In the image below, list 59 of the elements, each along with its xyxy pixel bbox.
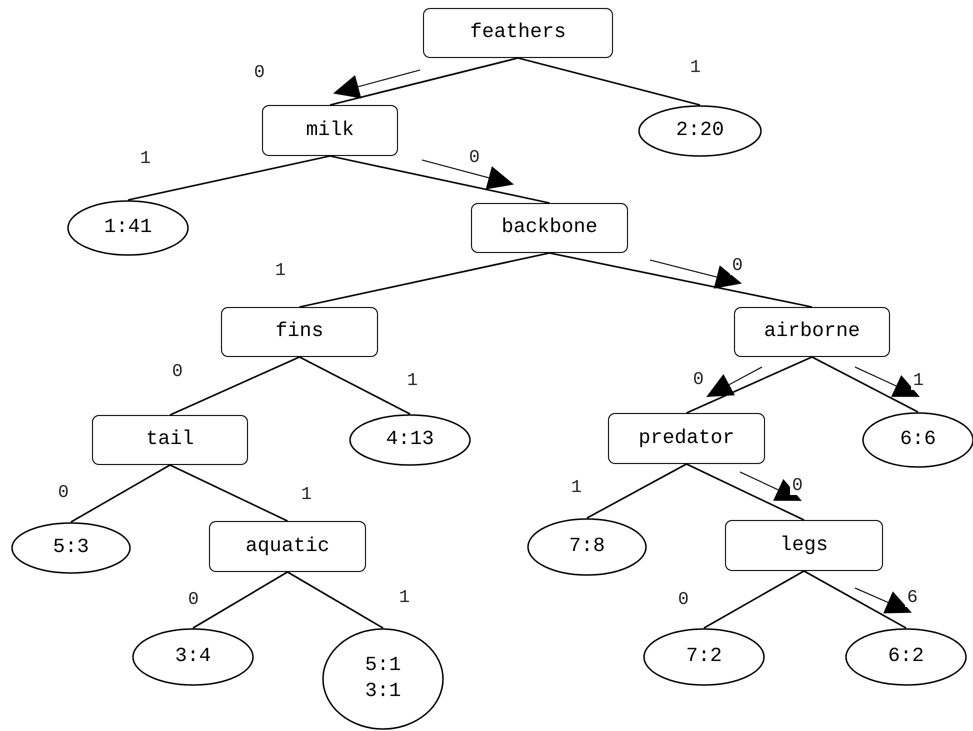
decision-box [734,307,890,357]
node-label: backbone [501,215,598,241]
tree-edge [549,252,812,308]
tree-edge [192,571,288,629]
tree-edge [330,57,518,106]
node-label: tail [146,427,194,453]
node-label: 1:41 [104,215,152,241]
node-label: predator [638,426,734,452]
tree-edge [70,464,170,523]
leaf-ellipse [132,628,254,686]
node-label: 5:1 3:1 [364,653,402,705]
node-label: 7:8 [568,534,605,560]
leaf-ellipse [67,200,189,256]
tree-edge [299,356,410,415]
tree-edge [330,155,550,204]
tree-edge [299,252,550,308]
leaf-ellipse [11,522,131,574]
tree-edge [812,356,918,413]
tree-edge [170,464,288,522]
edge-label: 0 [730,257,745,275]
tree-edge [170,356,300,416]
decision-box [471,203,628,253]
node-label: airborne [764,319,860,345]
node-label: aquatic [245,534,330,560]
decision-box [221,307,378,357]
leaf-ellipse [643,628,765,686]
leaf-ellipse [322,628,444,730]
node-label: legs [780,532,828,558]
edge-label: 1 [911,372,926,390]
node-label: milk [306,118,354,144]
node-label: 6:6 [900,427,936,453]
edge-label: 6 [905,589,920,607]
decision-box [209,521,366,572]
decision-box [92,415,248,465]
node-label: 6:2 [888,644,924,670]
decision-box [608,413,765,464]
node-label: 2:20 [676,118,724,144]
node-label: 5:3 [52,535,89,561]
node-label: 4:13 [386,427,434,453]
node-label: feathers [470,20,566,46]
tree-edge [686,463,804,521]
decision-box [423,8,613,58]
node-label: 7:2 [686,644,722,670]
tree-edge [287,571,384,629]
edge-label: 0 [790,477,805,495]
tree-edge [686,356,812,414]
leaf-ellipse [349,414,471,466]
leaf-ellipse [638,105,762,157]
node-label: fins [275,319,324,345]
tree-edge [518,57,700,106]
node-label: 3:4 [174,644,211,670]
tree-edge [128,155,330,201]
leaf-ellipse [845,628,967,686]
leaf-ellipse [527,518,647,576]
decision-box [262,105,398,156]
tree-edge [804,570,906,629]
tree-edge [704,570,804,629]
tree-edge [586,463,687,519]
decision-box [725,520,883,571]
